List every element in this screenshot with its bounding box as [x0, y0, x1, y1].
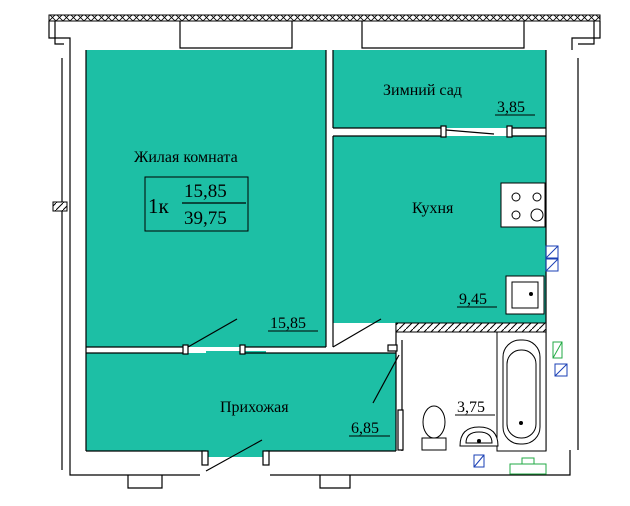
balcony-rail [48, 14, 601, 22]
kitchen-name: Кухня [412, 200, 454, 217]
living-area-label: 15,85 [184, 181, 227, 202]
winter-garden-name: Зимний сад [383, 82, 462, 99]
living-room-floor [86, 50, 326, 347]
window-markers [509, 341, 563, 475]
hallway-entry-floor [206, 351, 266, 457]
door-swings [182, 125, 513, 472]
wet-zone-wall [395, 322, 547, 333]
total-area-label: 39,75 [184, 208, 227, 229]
summary-box [144, 176, 249, 232]
wall-vent-marker [52, 201, 68, 212]
washbasin-icon [459, 426, 499, 447]
sink-icon [505, 275, 545, 315]
hallway-area: 6,85 [351, 420, 379, 437]
rooms-count-label: 1к [148, 194, 170, 218]
bathtub-icon [496, 331, 547, 452]
living-room-name: Жилая комната [134, 149, 238, 166]
room-floors [86, 50, 546, 457]
stove-icon [500, 182, 546, 228]
kitchen-area: 9,45 [459, 291, 487, 308]
living-room-area: 15,85 [270, 315, 306, 332]
bathroom-area: 3,75 [457, 399, 485, 416]
outer-walls [48, 21, 601, 489]
pipe-markers [473, 245, 568, 468]
winter-garden-area: 3,85 [497, 99, 525, 116]
hallway-name: Прихожая [220, 399, 289, 416]
toilet-icon [421, 405, 447, 451]
